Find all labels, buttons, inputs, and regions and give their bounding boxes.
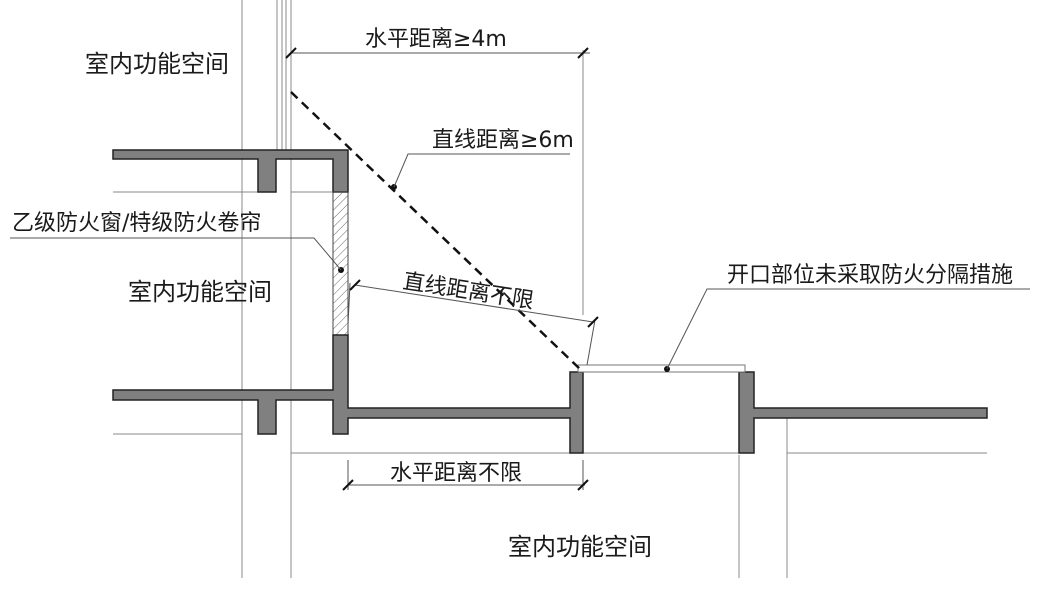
straight-distance-line [290, 91, 582, 371]
straight-distance-unlimited-label: 直线距离不限 [401, 269, 535, 314]
unprotected-opening [577, 364, 746, 373]
horizontal-distance-label: 水平距离≥4m [365, 27, 507, 52]
fire-window-label: 乙级防火窗/特级防火卷帘 [12, 211, 261, 236]
leader-line [393, 153, 570, 188]
opening-label: 开口部位未采取防火分隔措施 [727, 263, 1013, 288]
dimension-horizontal-4m [285, 47, 590, 59]
leader-line [666, 288, 1030, 370]
dimension-straight-unlimited [347, 279, 599, 366]
upper-slab [112, 149, 349, 193]
dimension-horizontal-unlimited [342, 460, 589, 491]
lower-slab-right [738, 371, 988, 454]
room-label: 室内功能空间 [85, 50, 229, 78]
room-label: 室内功能空间 [128, 278, 272, 306]
straight-distance-label: 直线距离≥6m [432, 128, 574, 153]
room-label: 室内功能空间 [508, 533, 652, 561]
horizontal-distance-unlimited-label: 水平距离不限 [390, 461, 522, 486]
lower-slab-left [112, 334, 584, 454]
leader-line [10, 237, 342, 271]
reference-lines [113, 0, 987, 578]
